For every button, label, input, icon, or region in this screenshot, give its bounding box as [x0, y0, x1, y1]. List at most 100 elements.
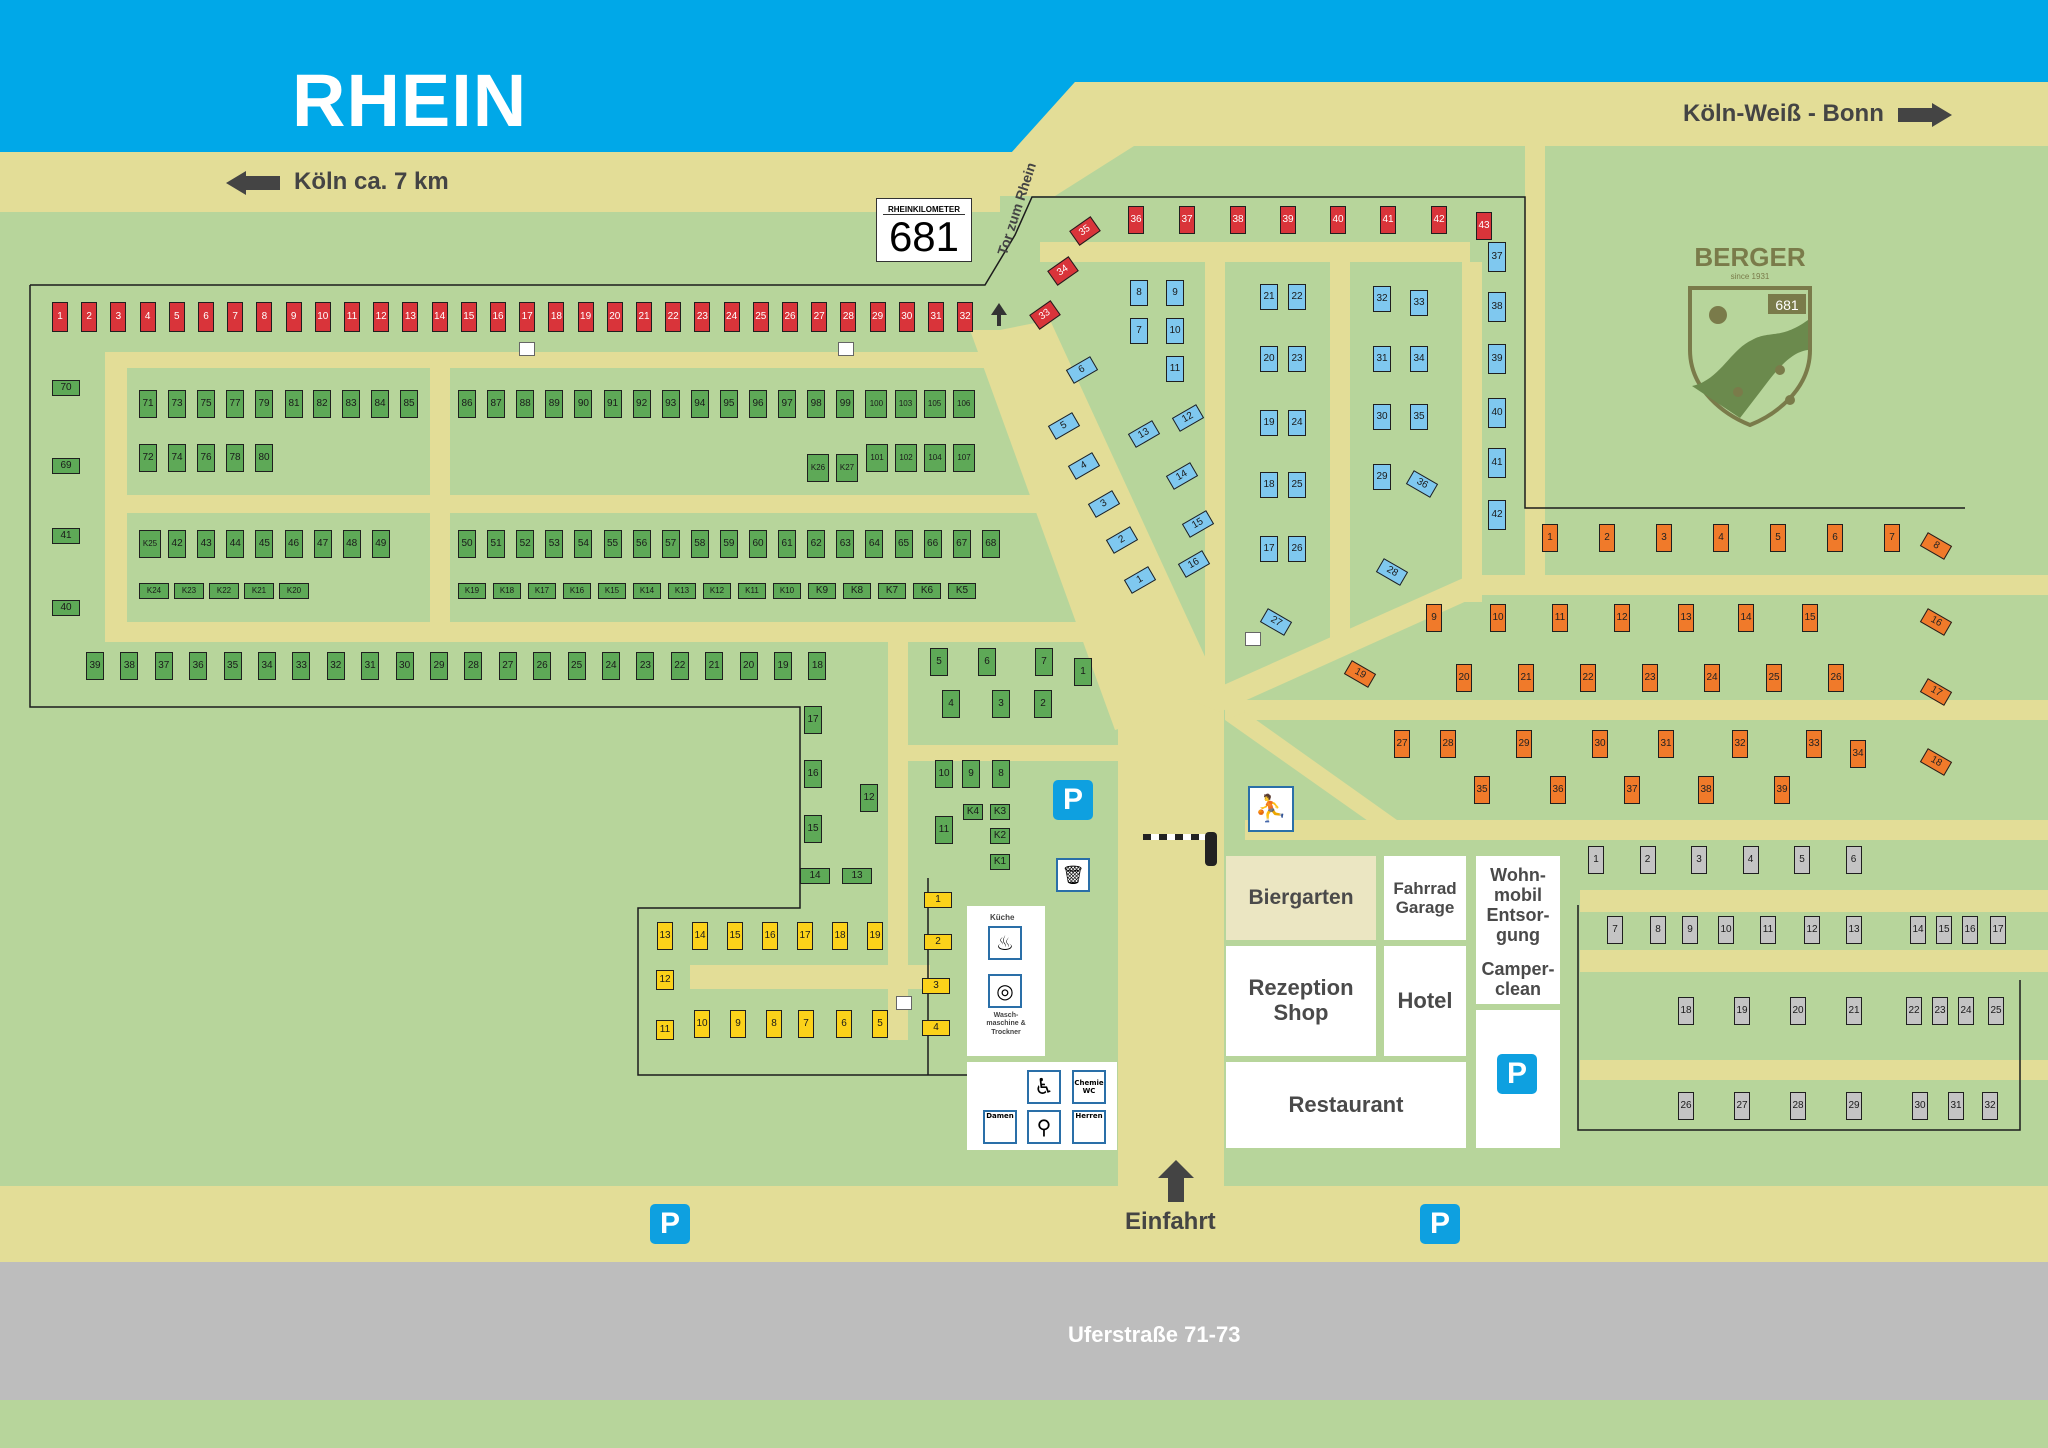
plot-red-31: 31 [928, 302, 944, 332]
plot-green-19: 19 [774, 652, 792, 680]
plot-green-30: 30 [395, 652, 414, 680]
plot-red-39: 39 [1280, 206, 1296, 234]
plot-red-8: 8 [256, 302, 273, 332]
plot-red-4: 4 [139, 302, 156, 332]
plot-blue-11: 11 [1166, 356, 1184, 382]
plot-green-65: 65 [894, 530, 913, 558]
plot-green-K6: K6 [913, 583, 941, 599]
plot-green-16: 16 [804, 760, 822, 788]
arrow-left-icon [226, 170, 246, 195]
plot-blue-42: 42 [1488, 500, 1506, 530]
washing-machine-icon: ◎ [988, 974, 1022, 1008]
plot-red-3: 3 [110, 302, 127, 332]
plot-red-36: 36 [1128, 206, 1144, 234]
plot-green-15: 15 [804, 815, 822, 843]
plot-yellow-4: 4 [922, 1020, 950, 1036]
plot-green-K7: K7 [878, 583, 906, 599]
plot-green-99: 99 [836, 390, 855, 418]
plot-green-K18: K18 [493, 583, 521, 599]
plot-gray-25: 25 [1988, 997, 2004, 1025]
plot-green-87: 87 [487, 390, 506, 418]
plot-orange-10: 10 [1490, 604, 1506, 632]
plot-orange-39: 39 [1774, 776, 1790, 804]
plot-red-9: 9 [285, 302, 302, 332]
plot-green-97: 97 [778, 390, 797, 418]
plot-yellow-1: 1 [924, 892, 952, 908]
plot-green-40: 40 [52, 600, 80, 616]
plot-yellow-18: 18 [832, 922, 848, 950]
plot-green-75: 75 [197, 390, 215, 418]
plot-green-23: 23 [636, 652, 655, 680]
plot-orange-30: 30 [1592, 730, 1608, 758]
plot-green-94: 94 [690, 390, 709, 418]
plot-red-1: 1 [52, 302, 68, 332]
plot-orange-37: 37 [1624, 776, 1640, 804]
fahrrad-garage-building: Fahrrad Garage [1384, 856, 1466, 940]
plot-green-47: 47 [313, 530, 332, 558]
plot-green-K15: K15 [598, 583, 626, 599]
info-sign-icon [838, 342, 854, 356]
plot-orange-1: 1 [1542, 524, 1558, 552]
plot-orange-15: 15 [1802, 604, 1818, 632]
plot-red-43: 43 [1476, 212, 1492, 240]
parking-badge: P [1497, 1054, 1537, 1094]
plot-green-46: 46 [284, 530, 303, 558]
plot-orange-26: 26 [1828, 664, 1844, 692]
plot-blue-10: 10 [1166, 318, 1184, 344]
plot-gray-31: 31 [1948, 1092, 1964, 1120]
plot-orange-12: 12 [1614, 604, 1630, 632]
info-sign-icon [1245, 632, 1261, 646]
plot-orange-34: 34 [1850, 740, 1866, 768]
trash-icon: 🗑 [1056, 858, 1090, 892]
plot-green-K12: K12 [703, 583, 731, 599]
plot-red-14: 14 [431, 302, 448, 332]
plot-red-18: 18 [548, 302, 565, 332]
plot-green-92: 92 [632, 390, 651, 418]
plot-green-61: 61 [778, 530, 797, 558]
plot-green-26: 26 [533, 652, 552, 680]
restaurant-building: Restaurant [1226, 1062, 1466, 1148]
wohnmobil-entsorgung-building: Wohn- mobil Entsor- gung [1476, 856, 1560, 954]
plot-green-29: 29 [430, 652, 448, 680]
plot-green-85: 85 [400, 390, 418, 418]
plot-gray-19: 19 [1734, 997, 1750, 1025]
wheelchair-icon: ♿ [1027, 1070, 1061, 1104]
plot-blue-9: 9 [1166, 280, 1184, 306]
logo-name: BERGER [1694, 242, 1806, 272]
plot-orange-5: 5 [1770, 524, 1786, 552]
plot-gray-16: 16 [1962, 916, 1978, 944]
street-label: Uferstraße 71-73 [1068, 1322, 1241, 1347]
info-sign-icon [896, 996, 912, 1010]
plot-green-62: 62 [807, 530, 826, 558]
plot-green-K2: K2 [990, 828, 1010, 844]
plot-green-41: 41 [52, 528, 80, 544]
plot-green-86: 86 [458, 390, 476, 418]
playground-icon: ⛹ [1248, 786, 1294, 832]
logo-shield-icon [1688, 286, 1812, 428]
plot-blue-30: 30 [1373, 404, 1391, 430]
plot-gray-6: 6 [1845, 846, 1862, 874]
rheinkilometer-value: 681 [888, 213, 960, 260]
plot-green-35: 35 [223, 652, 242, 680]
plot-green-72: 72 [139, 444, 157, 472]
plot-green-27: 27 [498, 652, 517, 680]
plot-green-66: 66 [923, 530, 942, 558]
plot-blue-19: 19 [1260, 410, 1278, 436]
plot-orange-9: 9 [1426, 604, 1442, 632]
plot-yellow-16: 16 [762, 922, 778, 950]
plot-blue-37: 37 [1488, 242, 1506, 272]
plot-orange-2: 2 [1599, 524, 1615, 552]
plot-gray-20: 20 [1790, 997, 1806, 1025]
plot-orange-24: 24 [1704, 664, 1720, 692]
plot-green-60: 60 [749, 530, 767, 558]
berger-logo: BERGER since 1931 681 [1680, 242, 1820, 432]
plot-yellow-19: 19 [867, 922, 883, 950]
plot-blue-21: 21 [1260, 284, 1278, 310]
plot-yellow-8: 8 [766, 1010, 782, 1038]
plot-blue-31: 31 [1373, 346, 1391, 372]
plot-orange-22: 22 [1580, 664, 1596, 692]
plot-gray-17: 17 [1990, 916, 2006, 944]
plot-gray-8: 8 [1650, 916, 1666, 944]
kueche-label: Küche [990, 913, 1015, 922]
